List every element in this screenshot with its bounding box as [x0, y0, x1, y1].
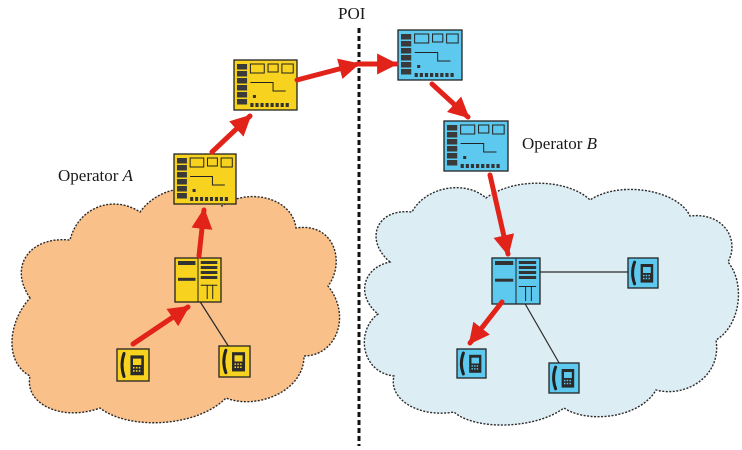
arrow-transit-a1-to-a2 [209, 113, 253, 155]
arrow-phone-to-local-switch-a [130, 304, 191, 347]
arrow-local-to-transit-a1 [191, 207, 213, 259]
operator-b-telephone-3 [548, 362, 580, 394]
operator-b-telephone-1 [627, 257, 659, 289]
operator-b-label: Operator B [522, 134, 598, 153]
operator-a-local-switch [174, 257, 222, 303]
operator-a-telephone-1 [116, 348, 150, 382]
operator-b-local-switch [491, 257, 541, 305]
network-nodes [116, 29, 659, 394]
arrow-transit-b2-to-local-b [487, 172, 515, 257]
arrow-transit-a2-to-poi [294, 58, 361, 83]
arrow-local-b-to-phone [467, 299, 505, 346]
operator-a-label: Operator A [58, 166, 134, 185]
operator-b-telephone-2 [456, 348, 487, 379]
arrow-transit-b1-to-b2 [429, 81, 471, 120]
operator-b-transit-switch-2 [443, 120, 509, 172]
call-path-arrows [130, 53, 515, 347]
operator-a-transit-switch-1 [173, 153, 237, 205]
operator-b-transit-switch-1 [397, 29, 463, 81]
poi-label: POI [338, 4, 366, 23]
operator-a-transit-switch-2 [233, 59, 298, 111]
operator-a-cloud [11, 188, 341, 424]
operator-a-telephone-2 [218, 345, 251, 378]
